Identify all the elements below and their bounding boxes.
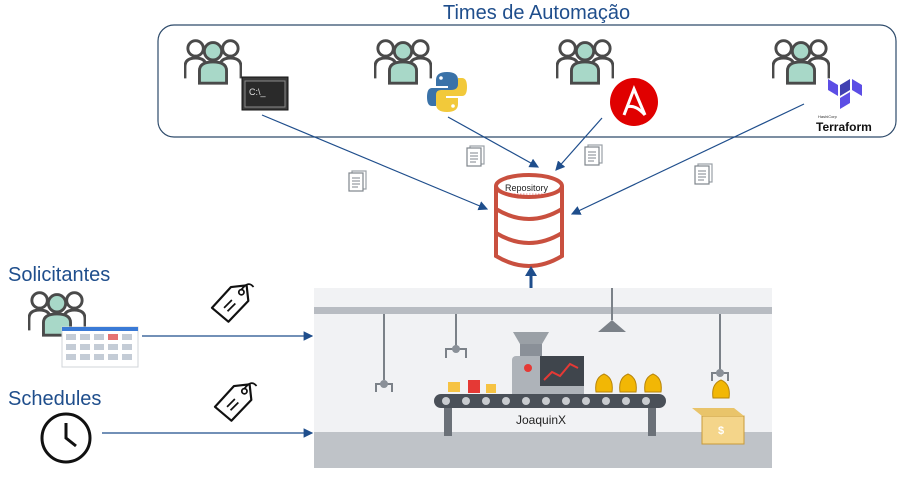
- ticket-tag-icon: [213, 381, 258, 422]
- team-python: [374, 39, 467, 112]
- automation-factory-illustration: $: [314, 288, 772, 468]
- team-terminal: C:\_: [184, 39, 289, 111]
- document-icon: [466, 145, 485, 167]
- terminal-icon: C:\_: [241, 76, 289, 111]
- requesters-label: Solicitantes: [8, 264, 111, 286]
- terminal-prompt: C:\_: [249, 87, 267, 97]
- arrow-python-repo: [447, 116, 540, 168]
- arrow-terminal-repo: [261, 114, 489, 211]
- arrow-ansible-repo: [555, 117, 603, 171]
- ticket-tag-icon: [210, 282, 255, 323]
- svg-text:$: $: [718, 425, 724, 437]
- teams-container: [157, 24, 897, 138]
- team-terraform: HashiCorp Terraform: [772, 39, 872, 134]
- arrow-terraform-repo: [570, 103, 805, 215]
- repository-label: Repository: [505, 183, 549, 193]
- schedules-label: Schedules: [8, 388, 102, 410]
- service-catalog-thumbnail: [61, 326, 139, 368]
- factory-label: JoaquinX: [516, 413, 566, 427]
- terraform-icon: [828, 79, 862, 109]
- team-ansible: [556, 39, 658, 126]
- python-icon: [427, 72, 467, 112]
- diagram-title: Times de Automação: [443, 2, 631, 24]
- document-icon: [348, 170, 367, 192]
- ansible-icon: [610, 78, 658, 126]
- document-icon: [584, 144, 603, 166]
- document-icon: [694, 163, 713, 185]
- terraform-brand: Terraform: [816, 120, 872, 134]
- repository-database-icon: [494, 173, 564, 268]
- clock-icon: [40, 412, 92, 464]
- terraform-vendor: HashiCorp: [818, 114, 838, 119]
